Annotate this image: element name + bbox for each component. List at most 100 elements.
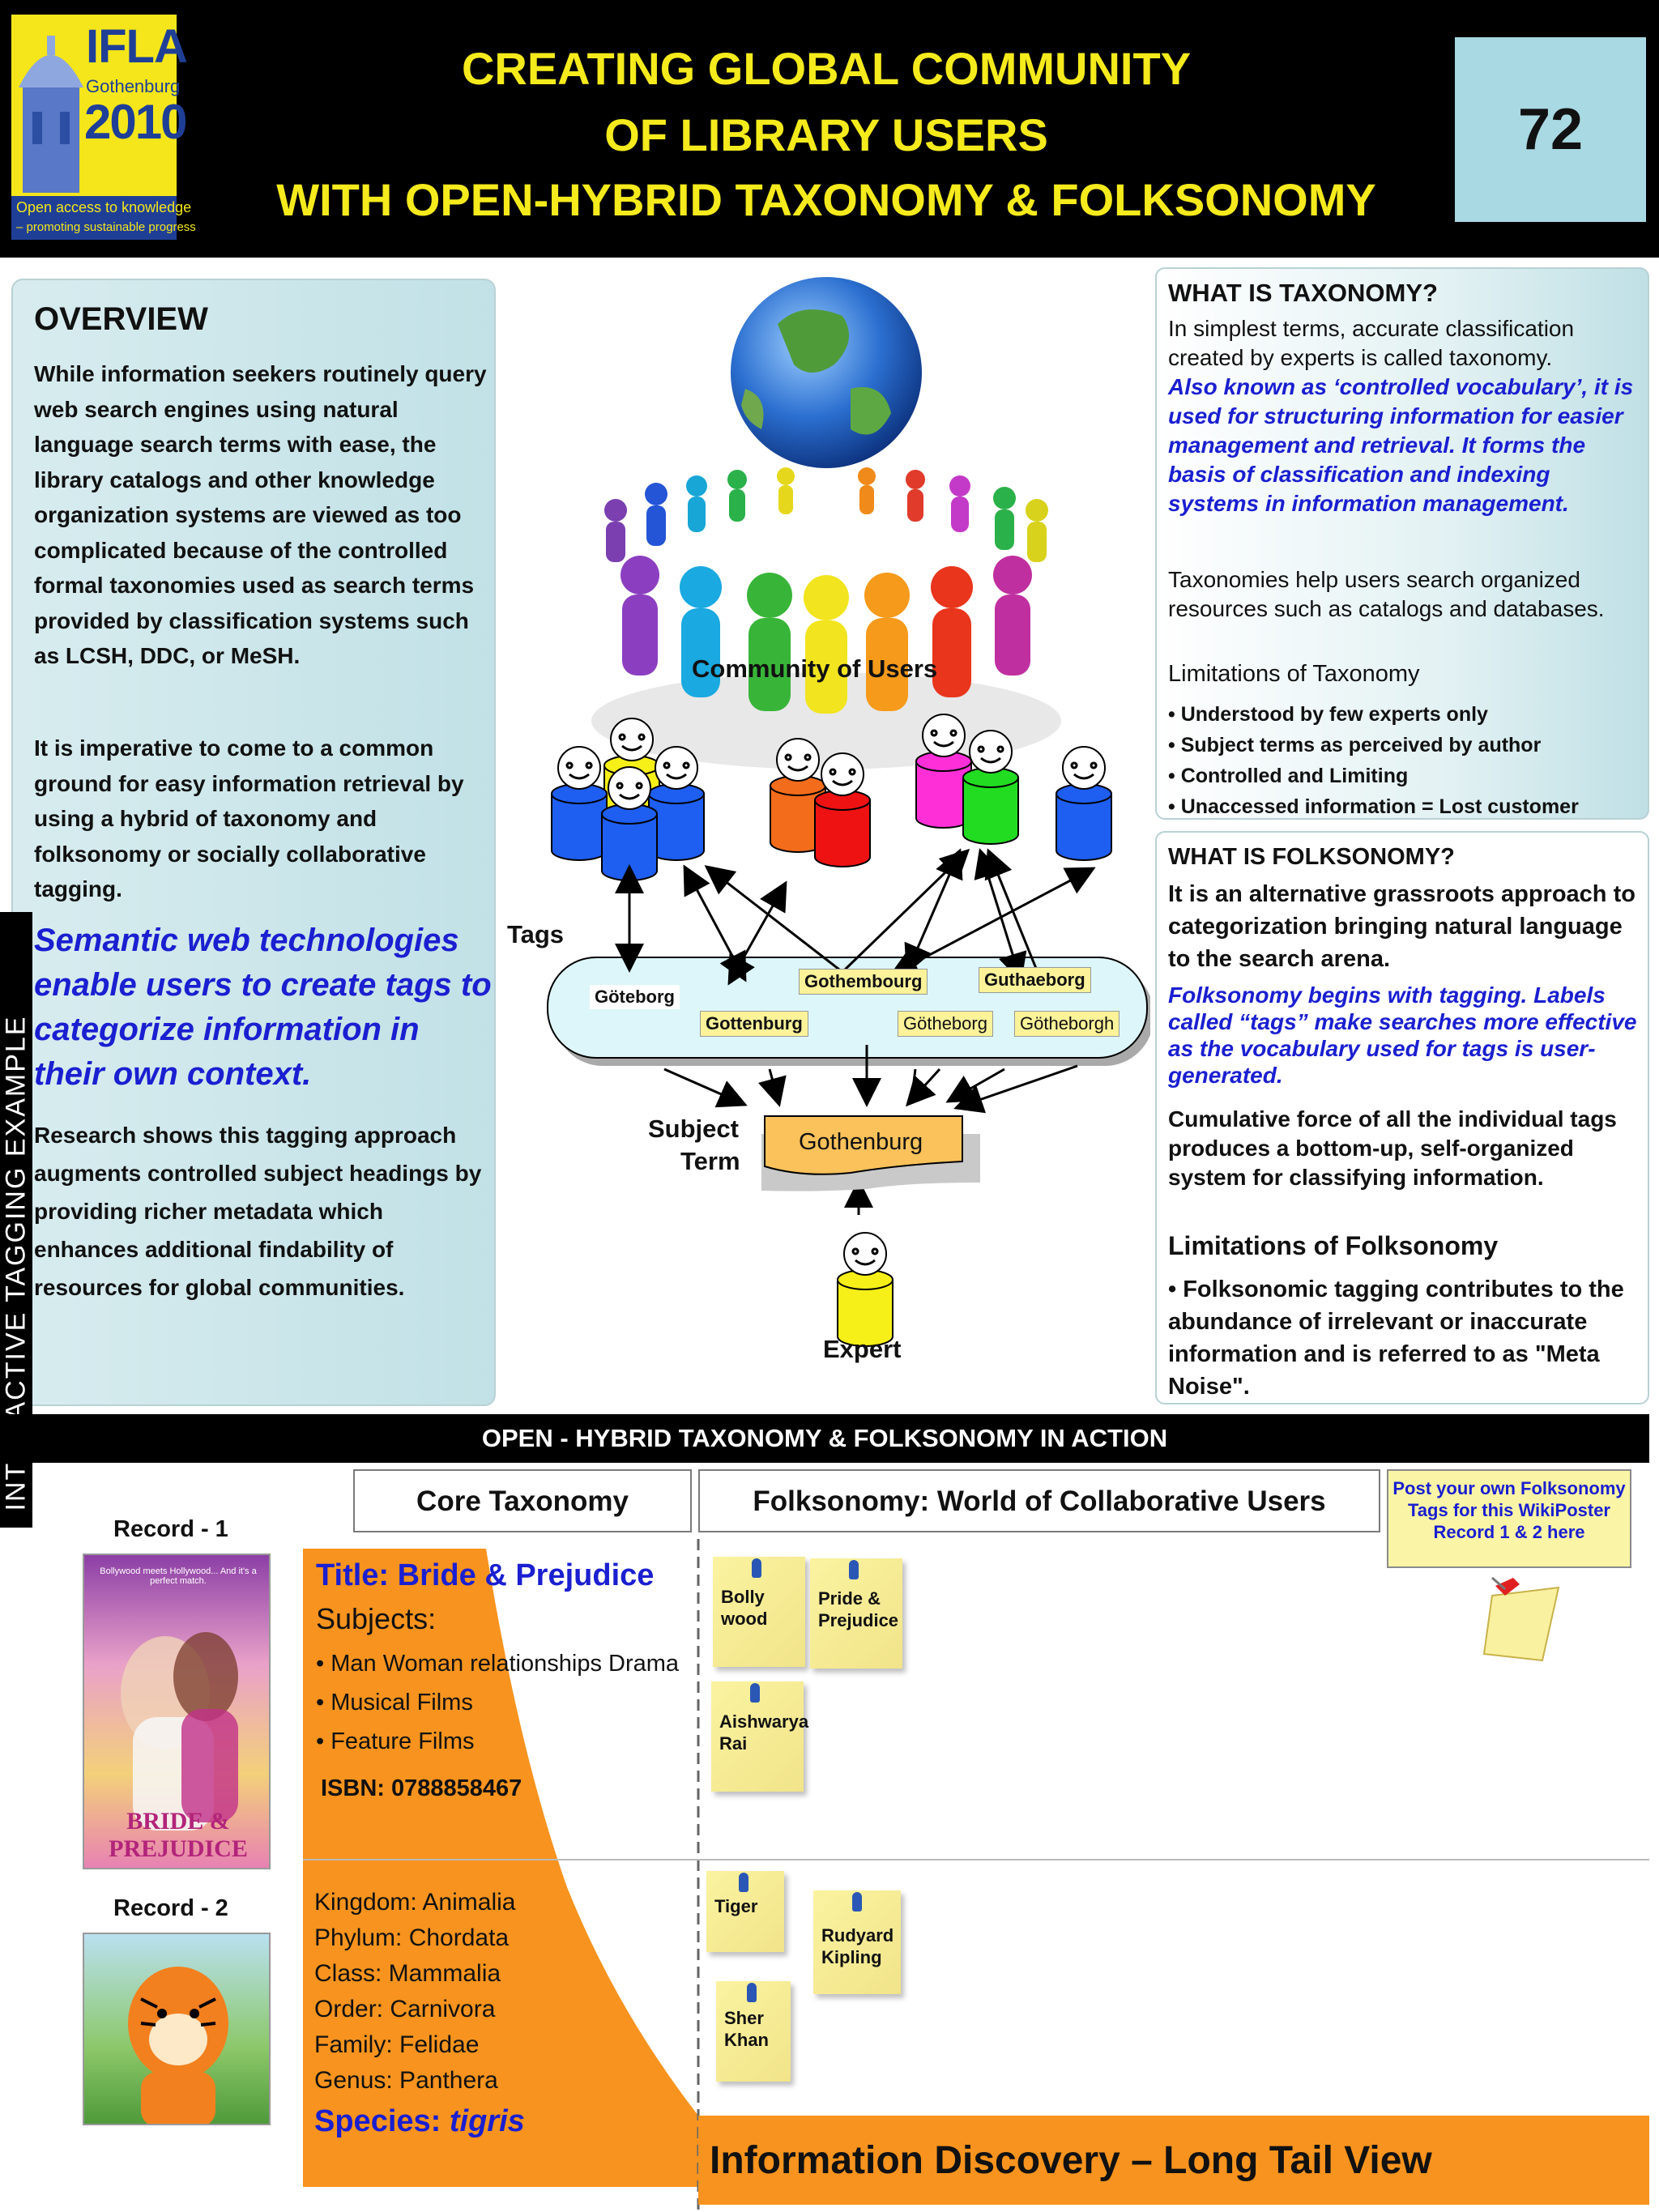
community-caption: Community of Users xyxy=(692,654,938,683)
semantic-web-statement: Semantic web technologies enable users t… xyxy=(34,923,492,1092)
tag-note-text: Rudyard Kipling xyxy=(821,1925,894,1967)
poster-tagline: Bollywood meets Hollywood... And it's a … xyxy=(100,1566,257,1586)
long-tail-graphic xyxy=(303,1539,1649,2212)
record-1-title: Title: Bride & Prejudice xyxy=(316,1558,655,1592)
cathedral-dome-icon xyxy=(19,36,83,193)
logo-tagline: Open access to knowledge xyxy=(16,199,192,215)
pushpin-icon xyxy=(752,1558,761,1578)
tag-label-2: Gothembourg xyxy=(799,969,928,995)
expert-label: Expert xyxy=(823,1335,902,1363)
record-1-subject-2-text: Musical Films xyxy=(331,1690,473,1715)
tag-note-text: Tiger xyxy=(714,1896,758,1916)
subject-term-value: Gothenburg xyxy=(799,1129,923,1155)
tag-note-text: Bolly wood xyxy=(721,1587,768,1629)
record-1-subject-1: • Man Woman relationships Drama xyxy=(316,1651,680,1677)
user-figure-3 xyxy=(648,746,705,861)
tag-note-aishwarya-rai[interactable]: Aishwarya Rai xyxy=(711,1681,808,1792)
logo-subtagline: – promoting sustainable progress xyxy=(16,220,196,234)
core-taxonomy-label: Core Taxonomy xyxy=(353,1469,692,1532)
user-figure-6 xyxy=(814,752,871,867)
species-label: Species: xyxy=(314,2104,441,2138)
tiger-illustration xyxy=(128,1967,228,2124)
subject-label-line-2: Term xyxy=(680,1147,740,1175)
overview-paragraph-1: While information seekers routinely quer… xyxy=(34,361,487,668)
folksonomy-limit-text: Folksonomic tagging contributes to the a… xyxy=(1168,1276,1624,1400)
record-1-subject-2: • Musical Films xyxy=(316,1690,473,1715)
taxon-genus: Genus: Panthera xyxy=(314,2067,498,2094)
overview-paragraph-2: It is imperative to come to a common gro… xyxy=(34,735,464,901)
taxonomy-limit-3-text: Controlled and Limiting xyxy=(1180,765,1409,787)
folksonomy-heading: WHAT IS FOLKSONOMY? xyxy=(1168,844,1455,870)
ifla-logo: IFLA Gothenburg 2010 Open access to know… xyxy=(11,15,196,240)
record-1-subject-3-text: Feature Films xyxy=(331,1728,475,1754)
taxonomy-limit-1-text: Understood by few experts only xyxy=(1180,703,1488,726)
logo-city: Gothenburg xyxy=(86,76,181,96)
tag-note-sher-khan[interactable]: Sher Khan xyxy=(716,1981,791,2082)
pushpin-icon xyxy=(852,1892,862,1912)
taxon-kingdom: Kingdom: Animalia xyxy=(314,1889,516,1916)
tag-label-4: Gottenburg xyxy=(700,1011,808,1037)
taxon-phylum: Phylum: Chordata xyxy=(314,1924,510,1951)
taxonomy-limit-3: • Controlled and Limiting xyxy=(1168,765,1409,787)
taxonomy-limit-4-text: Unaccessed information = Lost customer xyxy=(1180,795,1579,818)
poster-title-line-1: CREATING GLOBAL COMMUNITY xyxy=(461,43,1192,94)
user-figure-5 xyxy=(770,738,826,853)
people-ring xyxy=(604,467,1048,714)
sticky-note-pushpin-icon xyxy=(1482,1576,1560,1662)
tag-note-text: Pride & Prejudice xyxy=(818,1588,899,1630)
taxonomy-limit-4: • Unaccessed information = Lost customer xyxy=(1168,795,1579,818)
taxon-family: Family: Felidae xyxy=(314,2031,480,2058)
taxonomy-limits-heading: Limitations of Taxonomy xyxy=(1168,661,1420,687)
folksonomy-intro: It is an alternative grassroots approach… xyxy=(1168,881,1636,972)
action-section-title: OPEN - HYBRID TAXONOMY & FOLKSONOMY IN A… xyxy=(0,1414,1649,1463)
record-2-label: Record - 2 xyxy=(113,1895,228,1921)
tag-label-1: Göteborg xyxy=(590,985,680,1009)
taxonomy-limit-2-text: Subject terms as perceived by author xyxy=(1180,734,1542,757)
poster-title-line-2: OF LIBRARY USERS xyxy=(604,109,1048,160)
pushpin-icon xyxy=(747,1983,757,2002)
tag-note-text: Sher Khan xyxy=(724,2008,769,2050)
folksonomy-tagging-text: Folksonomy begins with tagging. Labels c… xyxy=(1168,982,1637,1088)
sher-khan-tiger-image xyxy=(83,1933,271,2125)
tag-note-rudyard-kipling[interactable]: Rudyard Kipling xyxy=(813,1890,901,1994)
overview-panel: OVERVIEW While information seekers routi… xyxy=(11,279,496,1406)
folksonomy-limit: • Folksonomic tagging contributes to the… xyxy=(1168,1276,1624,1400)
poster-logo: BRIDE & PREJUDICE xyxy=(109,1808,248,1862)
taxonomy-intro: In simplest terms, accurate classificati… xyxy=(1168,316,1575,370)
taxonomy-heading: WHAT IS TAXONOMY? xyxy=(1168,279,1438,307)
post-tags-box[interactable]: Post your own Folksonomy Tags for this W… xyxy=(1387,1469,1631,1568)
tag-arrows xyxy=(615,848,1096,1215)
users-layer xyxy=(551,714,1112,881)
taxon-class: Class: Mammalia xyxy=(314,1960,501,1987)
record-1-subjects-label: Subjects: xyxy=(316,1602,437,1635)
poster-number: 72 xyxy=(1455,37,1646,222)
folksonomy-users-label: Folksonomy: World of Collaborative Users xyxy=(698,1469,1380,1532)
tag-label-5: Götheborg xyxy=(898,1011,993,1037)
tag-label-3: Guthaeborg xyxy=(979,967,1091,993)
logo-year: 2010 xyxy=(84,95,187,149)
pushpin-icon xyxy=(750,1683,760,1703)
taxon-species: Species: tigris xyxy=(314,2104,525,2139)
tag-note-bollywood[interactable]: Bolly wood xyxy=(713,1557,805,1667)
taxonomy-controlled-vocabulary: Also known as ‘controlled vocabulary’, i… xyxy=(1168,374,1634,516)
bride-prejudice-poster: Bollywood meets Hollywood... And it's a … xyxy=(83,1554,271,1869)
tag-note-text: Aishwarya Rai xyxy=(719,1711,809,1754)
tags-label: Tags xyxy=(507,920,565,948)
overview-heading: OVERVIEW xyxy=(34,301,208,337)
tag-note-tiger[interactable]: Tiger xyxy=(706,1871,784,1952)
poster-couple-image xyxy=(121,1632,238,1831)
logo-band xyxy=(11,196,177,240)
tag-label-6: Götheborgh xyxy=(1014,1011,1120,1037)
tag-note-pride-prejudice[interactable]: Pride & Prejudice xyxy=(810,1558,902,1669)
taxonomy-limit-2: • Subject terms as perceived by author xyxy=(1168,734,1542,757)
user-figure-8 xyxy=(962,730,1019,845)
subject-term-box xyxy=(761,1115,980,1191)
taxonomy-panel: WHAT IS TAXONOMY? In simplest terms, acc… xyxy=(1155,267,1649,820)
record-1-subject-3: • Feature Films xyxy=(316,1728,475,1754)
folksonomy-limits-heading: Limitations of Folksonomy xyxy=(1168,1231,1499,1260)
folksonomy-panel: WHAT IS FOLKSONOMY? It is an alternative… xyxy=(1155,831,1649,1404)
logo-title: IFLA xyxy=(86,20,188,73)
long-tail-banner: Information Discovery – Long Tail View xyxy=(698,2116,1649,2205)
record-1-subject-1-text: Man Woman relationships Drama xyxy=(331,1651,680,1677)
folksonomy-cumulative: Cumulative force of all the individual t… xyxy=(1168,1106,1617,1190)
